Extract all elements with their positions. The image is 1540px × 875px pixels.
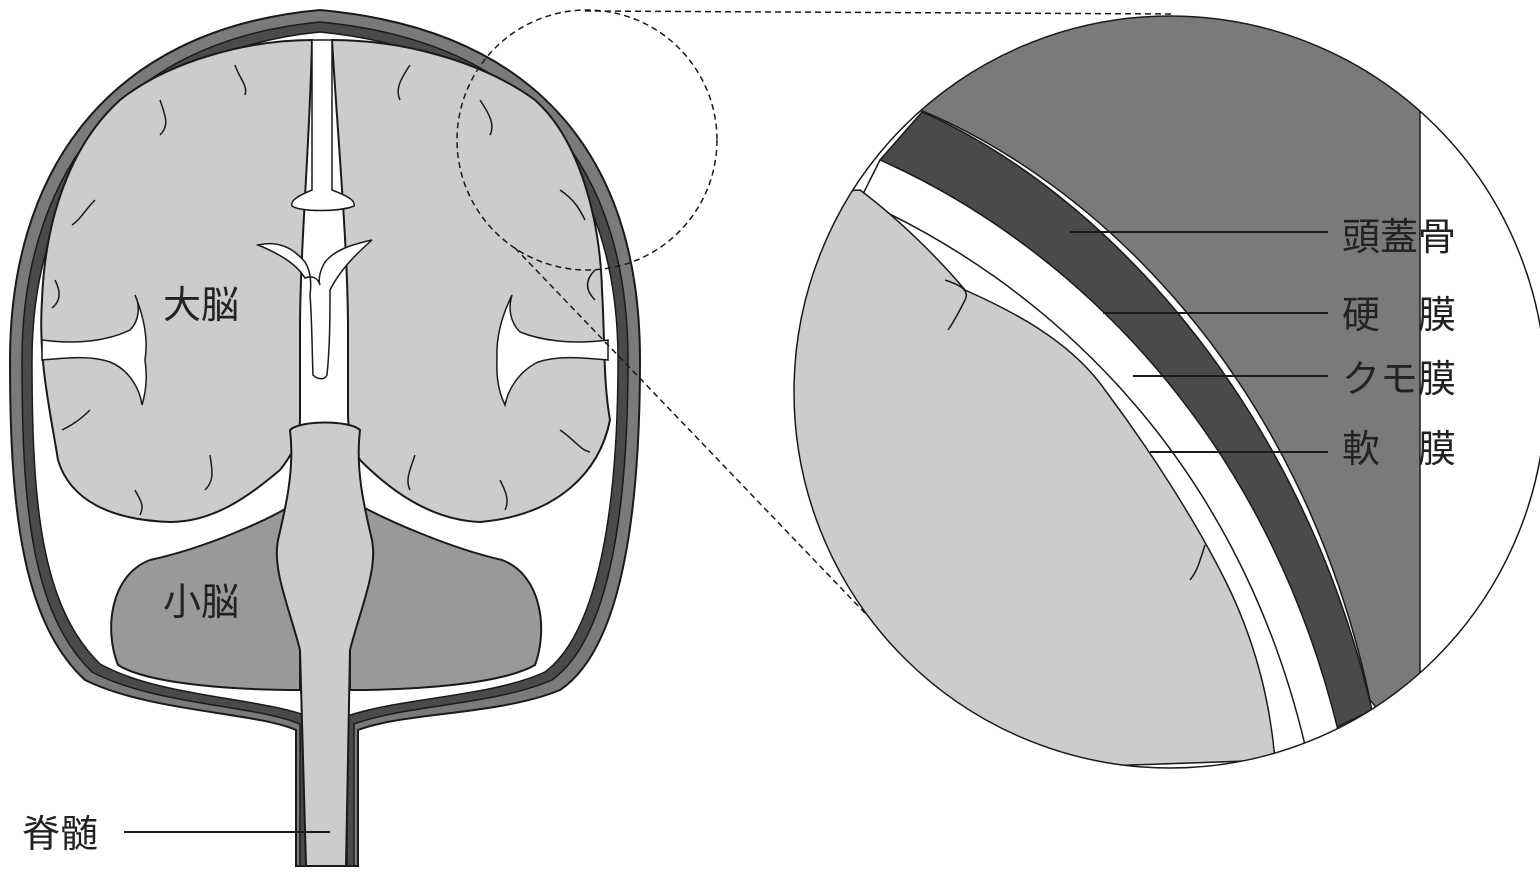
- dura-label: 硬 膜: [1342, 293, 1456, 337]
- cerebrum-left-hemisphere: [41, 40, 312, 522]
- pia-label: 軟 膜: [1342, 427, 1456, 471]
- head-section: [10, 10, 640, 866]
- cerebrum-label: 大脳: [163, 283, 239, 327]
- cerebrum-right-hemisphere: [332, 40, 610, 522]
- spinal-cord-label: 脊髄: [22, 812, 98, 856]
- cerebellum-label: 小脳: [163, 580, 239, 624]
- arachnoid-label: クモ膜: [1342, 357, 1456, 401]
- skull-label: 頭蓋骨: [1342, 215, 1456, 259]
- connector-line-top: [585, 11, 1175, 14]
